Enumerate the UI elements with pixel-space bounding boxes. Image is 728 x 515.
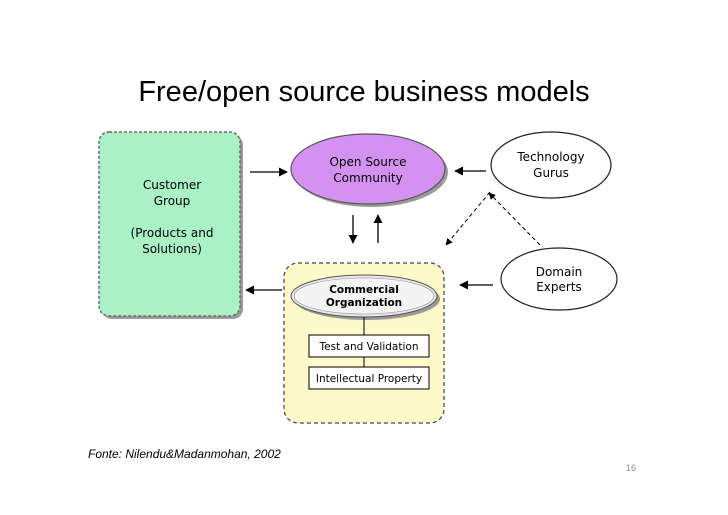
intellectual-property-box: Intellectual Property: [308, 366, 430, 390]
test-validation-label: Test and Validation: [319, 341, 419, 353]
page-number: 16: [626, 463, 637, 473]
technology-gurus-line-1: Gurus: [533, 166, 569, 180]
open-source-community-line-0: Open Source: [329, 155, 406, 169]
customer-group-line-3: (Products and: [131, 226, 214, 240]
slide-title: Free/open source business models: [138, 76, 590, 108]
open-source-community-line-1: Community: [333, 171, 402, 185]
test-validation-box: Test and Validation: [308, 334, 430, 358]
intellectual-property-label: Intellectual Property: [316, 373, 422, 385]
dashed-arrow-gurus-to-commercial: [445, 191, 491, 246]
source-note: Fonte: Nilendu&Madanmohan, 2002: [88, 447, 281, 461]
customer-group-line-0: Customer: [143, 178, 201, 192]
dashed-arrow-experts-to-community: [488, 192, 541, 246]
domain-experts-line-0: Domain: [536, 265, 583, 279]
technology-gurus-line-0: Technology: [516, 150, 584, 164]
commercial-organization-line-0: Commercial: [329, 284, 399, 296]
customer-group-line-4: Solutions): [142, 242, 202, 256]
customer-group-line-1: Group: [154, 194, 191, 208]
domain-experts-line-1: Experts: [536, 280, 582, 294]
commercial-organization-line-1: Organization: [326, 297, 402, 309]
